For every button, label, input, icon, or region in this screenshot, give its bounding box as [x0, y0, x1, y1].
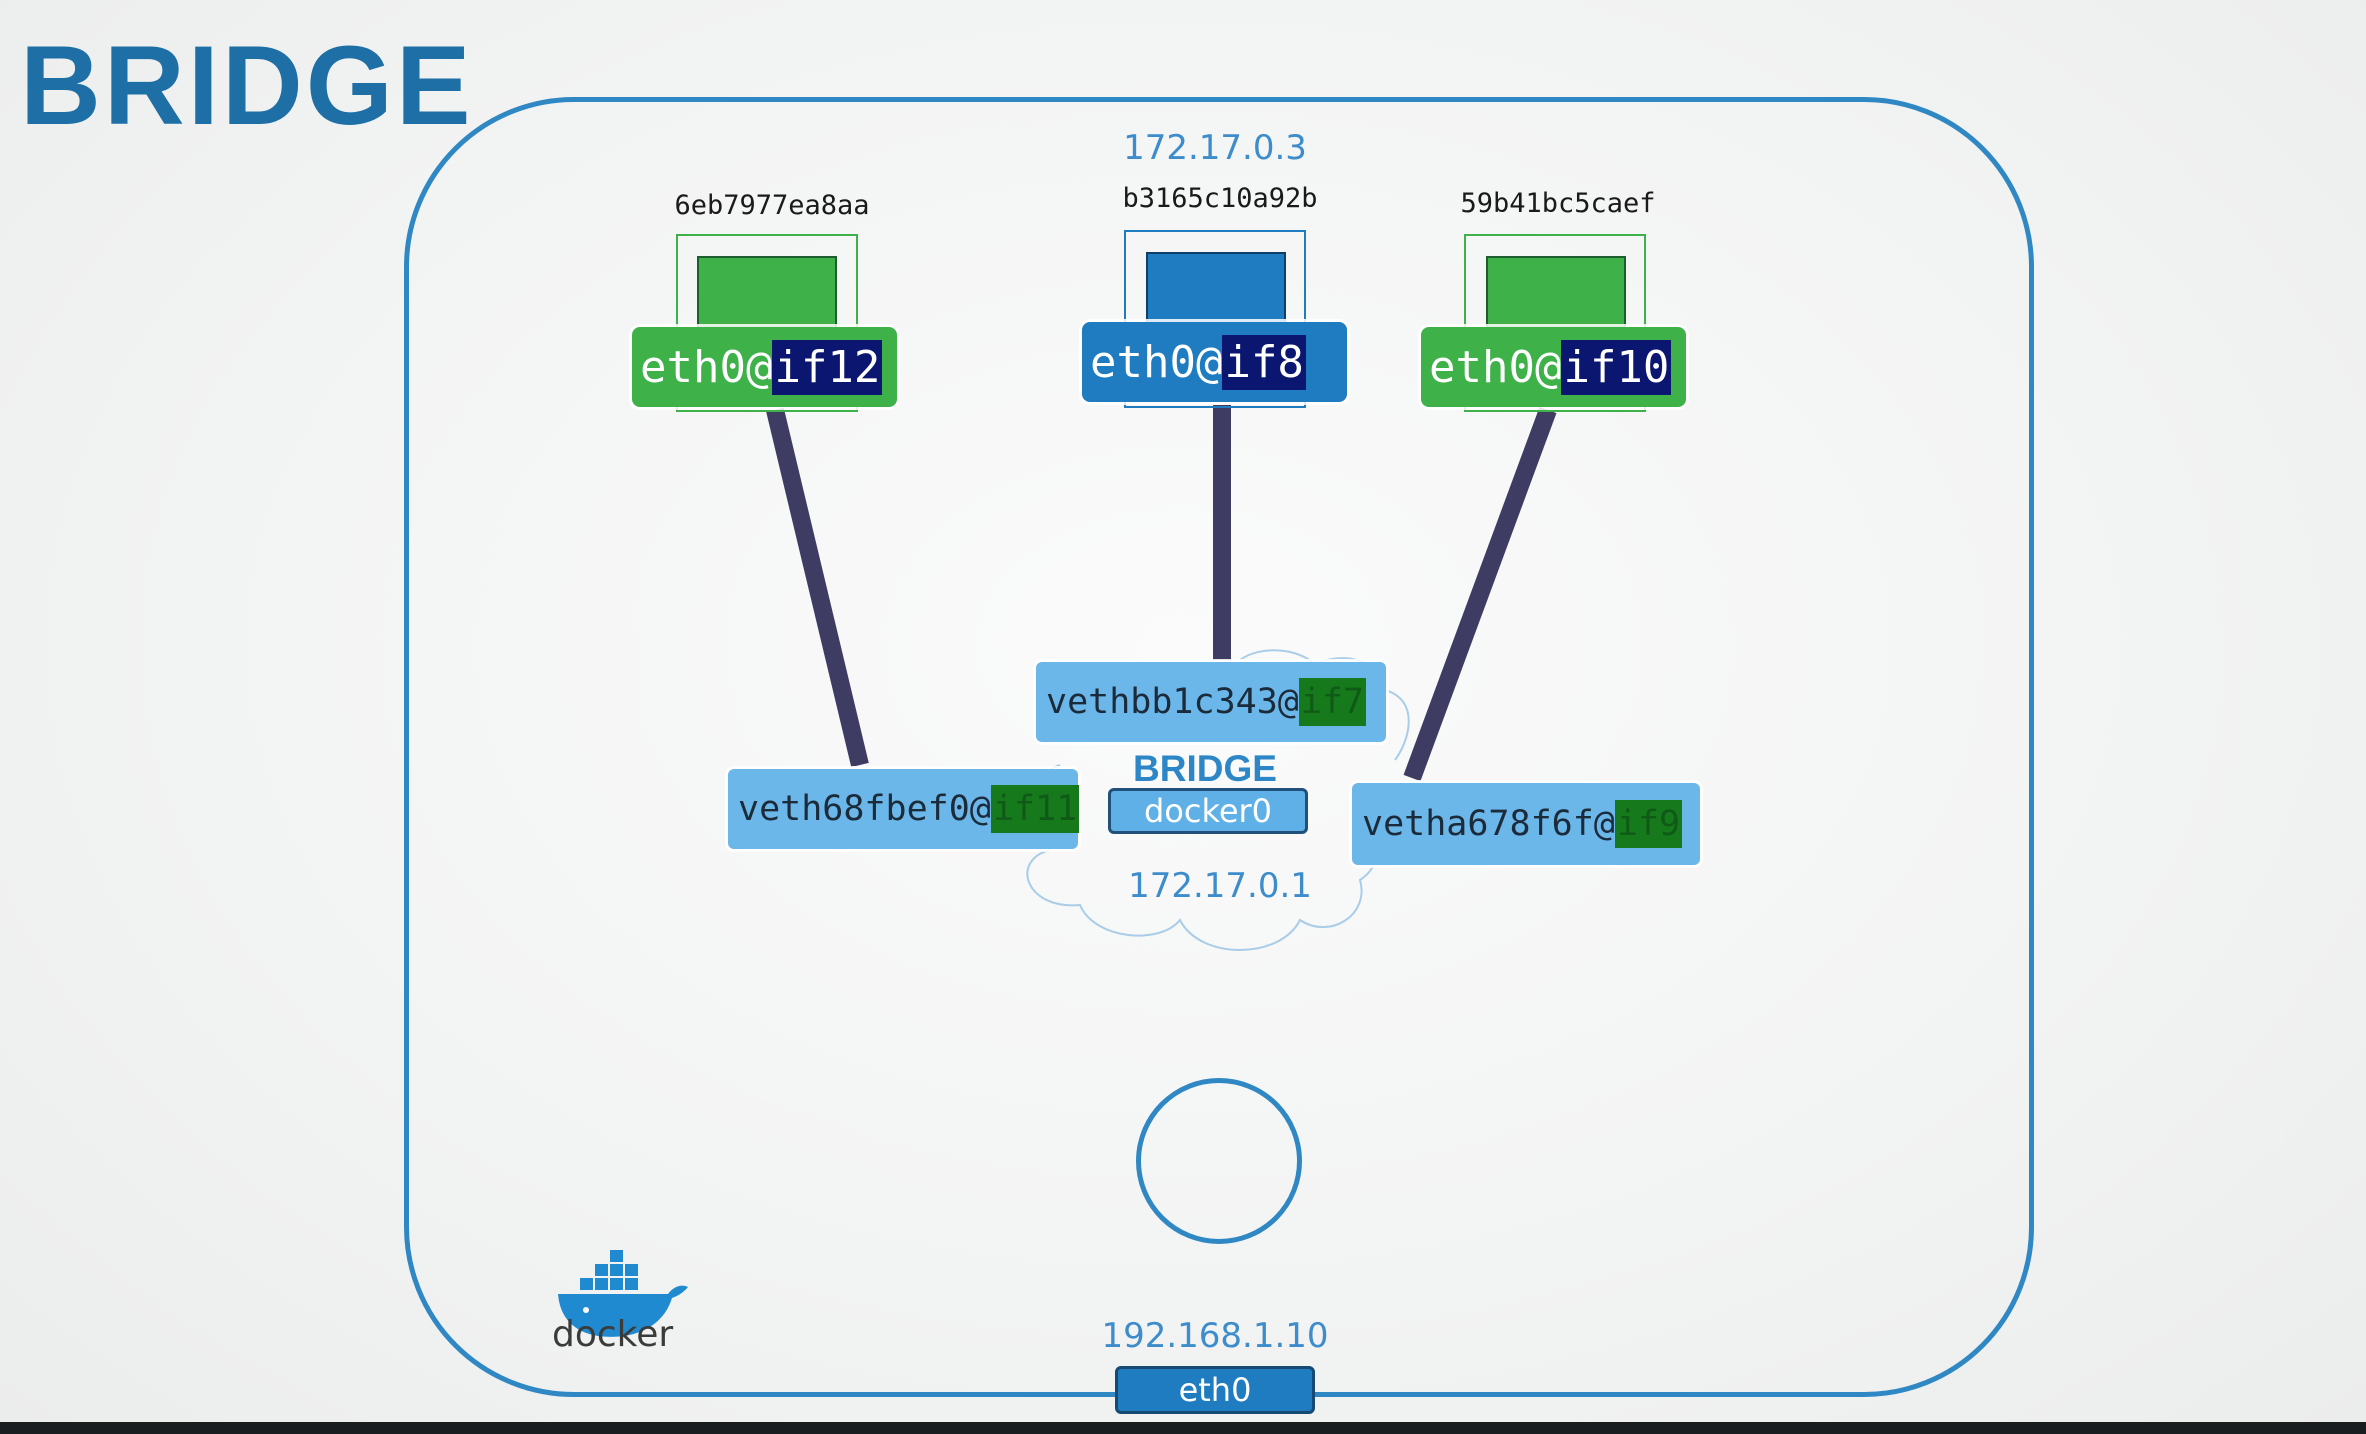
veth-interface-right[interactable]: vetha678f6f@if9 — [1352, 783, 1700, 865]
container-2-ip: 172.17.0.3 — [1123, 128, 1307, 168]
docker-logo-text: docker — [552, 1314, 674, 1355]
host-eth0-box[interactable]: eth0 — [1115, 1366, 1315, 1414]
container-1-interface[interactable]: eth0@if12 — [632, 327, 897, 407]
docker0-bridge-box[interactable]: docker0 — [1108, 788, 1308, 834]
bridge-ip: 172.17.0.1 — [1128, 866, 1312, 906]
container-icon — [1486, 256, 1626, 330]
container-2-interface[interactable]: eth0@if8 — [1082, 322, 1347, 402]
container-3-interface[interactable]: eth0@if10 — [1421, 327, 1686, 407]
container-id-2: b3165c10a92b — [1122, 183, 1318, 214]
docker-whale-icon — [558, 1250, 688, 1337]
bridge-label: BRIDGE — [1133, 748, 1277, 789]
container-icon — [1146, 252, 1286, 324]
container-icon — [697, 256, 837, 331]
container-id-3: 59b41bc5caef — [1460, 188, 1656, 219]
veth-interface-center[interactable]: vethbb1c343@if7 — [1036, 662, 1386, 742]
container-id-1: 6eb7977ea8aa — [674, 190, 870, 221]
link-wire-left — [766, 407, 869, 768]
link-wire-right — [1403, 406, 1557, 782]
page-title: BRIDGE — [20, 23, 474, 148]
bottom-bar — [0, 1422, 2366, 1434]
host-ip: 192.168.1.10 — [1101, 1316, 1329, 1356]
host-network-interface[interactable] — [1136, 1078, 1302, 1244]
veth-interface-left[interactable]: veth68fbef0@if11 — [728, 769, 1080, 849]
